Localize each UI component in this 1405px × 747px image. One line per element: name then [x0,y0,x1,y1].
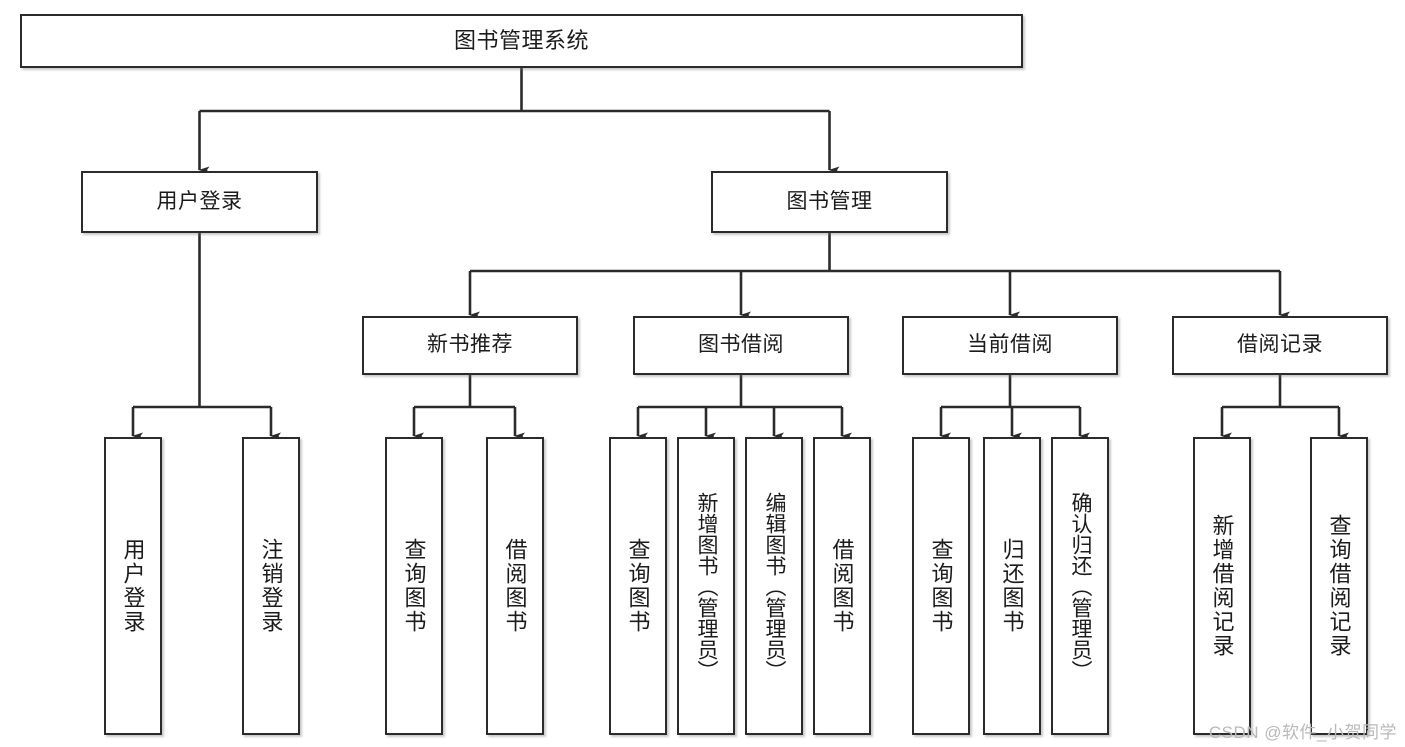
node-book-management[interactable]: 图书管理 [711,171,948,233]
node-bb-edit-book[interactable]: 编辑图书（管理员） [745,437,803,735]
node-nbr-query-book[interactable]: 查询图书 [385,437,443,735]
node-root[interactable]: 图书管理系统 [20,14,1023,68]
node-current-borrow[interactable]: 当前借阅 [902,316,1118,375]
node-label: 图书管理系统 [453,28,589,54]
node-label: 查询图书 [625,538,651,634]
node-label: 新增借阅记录 [1209,514,1235,658]
node-label: 借阅图书 [829,538,855,634]
node-bb-query-book[interactable]: 查询图书 [609,437,667,735]
node-label: 查询图书 [928,538,954,634]
node-label: 当前借阅 [967,333,1053,357]
node-label: 查询图书 [401,538,427,634]
node-label: 图书管理 [786,189,873,213]
node-label: 查询借阅记录 [1326,514,1352,658]
node-label: 确认归还（管理员） [1069,491,1093,681]
node-label: 用户登录 [120,538,146,634]
node-br-add-record[interactable]: 新增借阅记录 [1193,437,1251,735]
node-br-query-record[interactable]: 查询借阅记录 [1310,437,1368,735]
node-book-borrow[interactable]: 图书借阅 [633,316,849,375]
node-cb-return-book[interactable]: 归还图书 [983,437,1041,735]
node-user-logout[interactable]: 注销登录 [242,437,300,735]
node-cb-confirm-return[interactable]: 确认归还（管理员） [1051,437,1109,735]
node-nbr-borrow-book[interactable]: 借阅图书 [486,437,544,735]
node-borrow-record[interactable]: 借阅记录 [1172,316,1388,375]
node-bb-borrow-book[interactable]: 借阅图书 [813,437,871,735]
watermark-credit: CSDN @软件_小贺同学 [1208,723,1397,742]
node-bb-add-book[interactable]: 新增图书（管理员） [677,437,735,735]
node-label: 编辑图书（管理员） [763,491,787,681]
node-new-book-recommend[interactable]: 新书推荐 [362,316,578,375]
node-label: 注销登录 [258,538,284,634]
node-user-login[interactable]: 用户登录 [81,171,318,233]
node-label: 借阅图书 [502,538,528,634]
node-label: 用户登录 [156,189,243,213]
node-label: 图书借阅 [698,333,784,357]
node-user-login-do[interactable]: 用户登录 [104,437,162,735]
node-cb-query-book[interactable]: 查询图书 [912,437,970,735]
node-label: 新书推荐 [427,333,513,357]
node-label: 新增图书（管理员） [695,491,719,681]
node-label: 归还图书 [999,538,1025,634]
node-label: 借阅记录 [1237,333,1323,357]
